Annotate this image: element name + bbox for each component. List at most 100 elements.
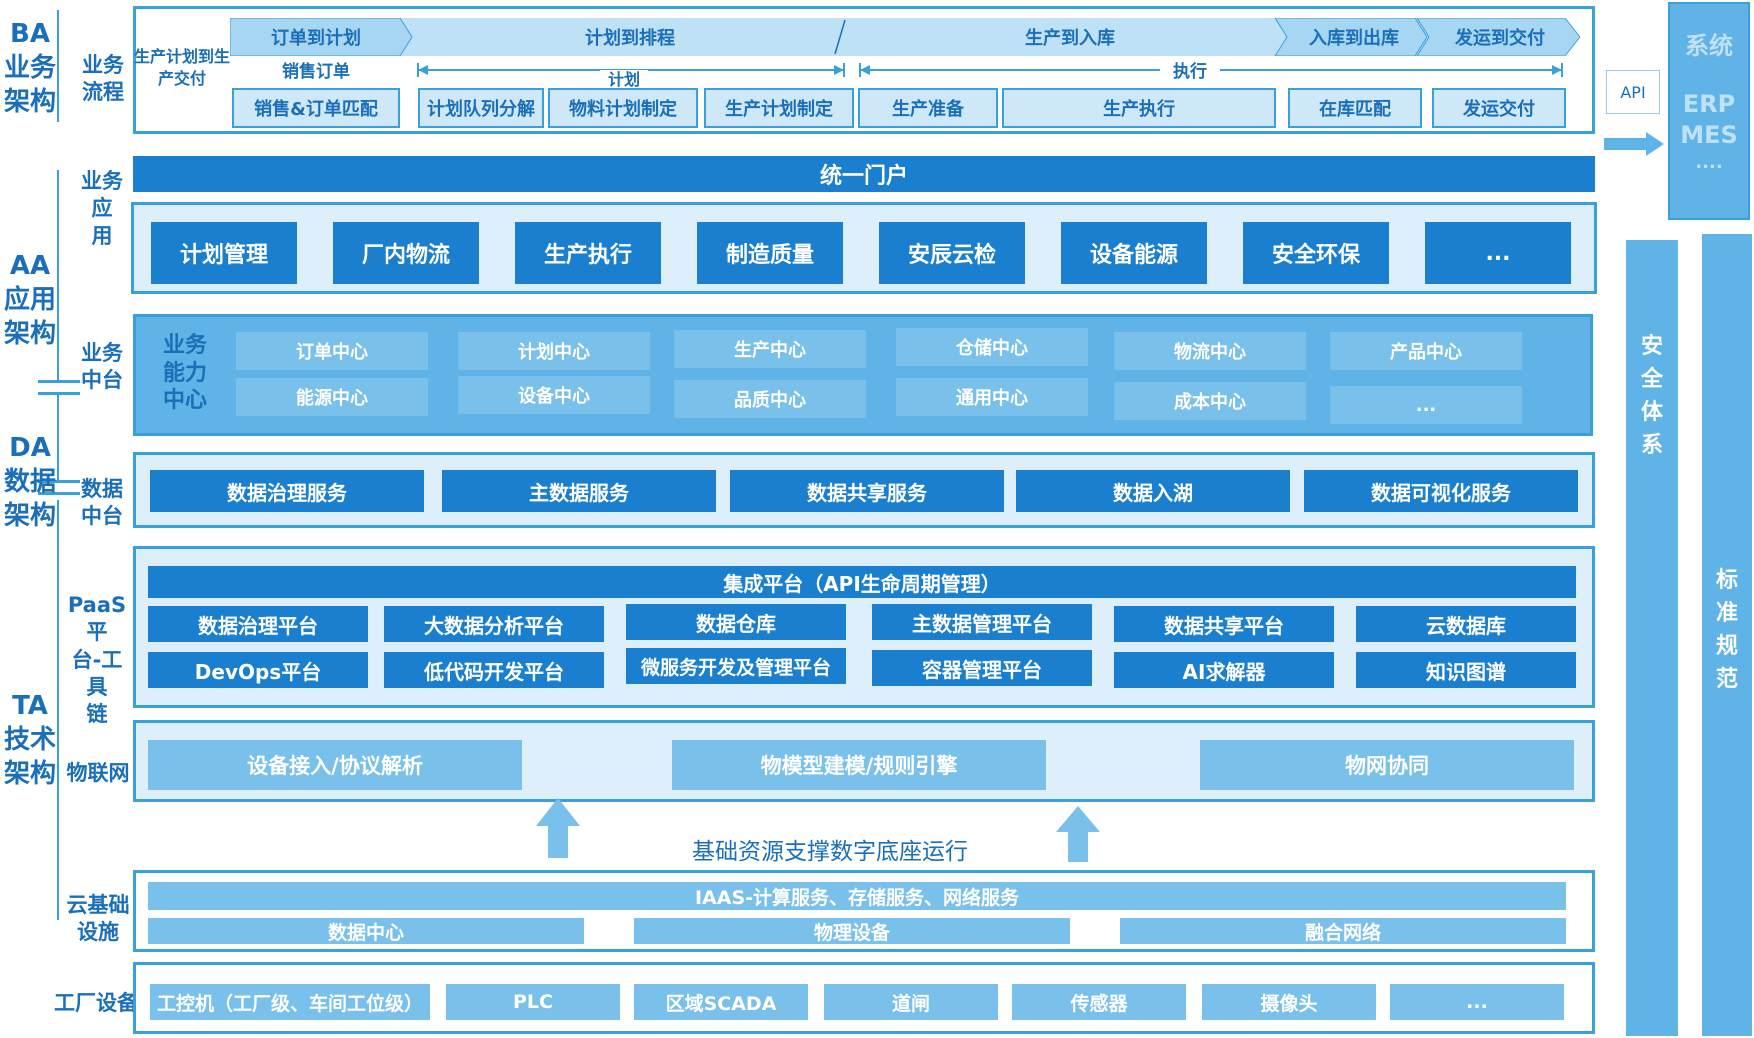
factory-item: 区域SCADA xyxy=(634,984,808,1020)
factory-item: 摄像头 xyxy=(1202,984,1376,1020)
app-item: 生产执行 xyxy=(515,222,661,284)
stage-5-label: 发运到交付 xyxy=(1455,28,1545,49)
iot-item: 物网协同 xyxy=(1200,740,1574,790)
sub-label-plan: 计划 xyxy=(600,70,648,90)
paas-item: 数据仓库 xyxy=(626,604,846,640)
center-item: 设备中心 xyxy=(458,376,650,414)
sub-label-sales-order: 销售订单 xyxy=(282,62,350,82)
da-label: DA 数据 架构 xyxy=(3,433,56,531)
unified-portal: 统一门户 xyxy=(133,156,1595,192)
row-label-paas: PaaS平 台-工具 链 xyxy=(67,593,127,727)
paas-item: 数据治理平台 xyxy=(148,606,368,642)
factory-item: PLC xyxy=(446,984,620,1020)
process-item: 生产准备 xyxy=(858,88,998,128)
center-item: 仓储中心 xyxy=(896,328,1088,366)
app-item: 安全环保 xyxy=(1243,222,1389,284)
api-label-box: API xyxy=(1606,70,1660,114)
data-service: 数据可视化服务 xyxy=(1304,470,1578,512)
axis-tick xyxy=(38,480,80,483)
row-label-data-middle: 数据 中台 xyxy=(81,477,123,529)
aa-label: AA 应用 架构 xyxy=(3,251,56,349)
process-item: 物料计划制定 xyxy=(548,88,698,128)
system-item-more: .... xyxy=(1695,152,1723,174)
app-item: 设备能源 xyxy=(1061,222,1207,284)
left-axis: BA 业务 架构 AA 应用 架构 DA 数据 架构 TA 技术 架构 xyxy=(0,0,120,1038)
system-box: 系统 ERP MES .... xyxy=(1668,2,1750,220)
row-label-factory: 工厂设备 xyxy=(54,991,138,1015)
stage-4-label: 入库到出库 xyxy=(1309,28,1399,49)
security-label: 安 全 体 系 xyxy=(1640,334,1663,458)
app-item: ... xyxy=(1425,222,1571,284)
ta-label: TA 技术 架构 xyxy=(3,691,56,789)
process-item: 发运交付 xyxy=(1432,88,1566,128)
paas-item: 云数据库 xyxy=(1356,606,1576,642)
row-label-cloud-infra: 云基础 设施 xyxy=(66,893,130,945)
paas-item: 大数据分析平台 xyxy=(384,606,604,642)
center-item: ... xyxy=(1330,386,1522,424)
iot-item: 物模型建模/规则引擎 xyxy=(672,740,1046,790)
center-item: 能源中心 xyxy=(236,378,428,416)
stage-3-label: 生产到入库 xyxy=(1025,28,1115,49)
stage-1-label: 订单到计划 xyxy=(271,28,361,49)
row-label-business-process: 业务 流程 xyxy=(82,53,124,105)
paas-item: 容器管理平台 xyxy=(872,650,1092,686)
axis-tick xyxy=(38,392,80,395)
process-item: 在库匹配 xyxy=(1288,88,1422,128)
axis-tick xyxy=(38,380,80,383)
up-arrow-icon xyxy=(536,798,580,858)
paas-item: AI求解器 xyxy=(1114,652,1334,688)
app-item: 计划管理 xyxy=(151,222,297,284)
paas-item: 主数据管理平台 xyxy=(872,604,1092,640)
iot-item: 设备接入/协议解析 xyxy=(148,740,522,790)
capability-title: 业务 能力 中心 xyxy=(150,332,220,415)
row-label-business-middle: 业务 中台 xyxy=(81,341,123,393)
axis-line-ba xyxy=(57,10,59,122)
center-item: 订单中心 xyxy=(236,332,428,370)
security-system-bar: 安 全 体 系 xyxy=(1626,240,1678,1036)
center-item: 品质中心 xyxy=(674,380,866,418)
standards-label: 标 准 规 范 xyxy=(1715,568,1738,692)
stage-2-label: 计划到排程 xyxy=(585,28,675,49)
ba-label: BA 业务 架构 xyxy=(3,19,56,117)
center-item: 通用中心 xyxy=(896,378,1088,416)
process-item: 销售&订单匹配 xyxy=(232,88,400,128)
paas-item: 知识图谱 xyxy=(1356,652,1576,688)
paas-item: 微服务开发及管理平台 xyxy=(626,648,846,684)
data-service: 主数据服务 xyxy=(442,470,716,512)
row-label-business-app: 业务应 用 xyxy=(81,169,123,248)
data-service: 数据入湖 xyxy=(1016,470,1290,512)
stage-divider xyxy=(834,19,846,55)
row-label-iot: 物联网 xyxy=(66,761,130,785)
cloud-item: 物理设备 xyxy=(634,918,1070,944)
stage-chevron-5 xyxy=(1416,18,1580,56)
process-item: 生产计划制定 xyxy=(704,88,854,128)
process-stage-bar xyxy=(230,18,1580,56)
paas-item: DevOps平台 xyxy=(148,652,368,688)
support-text: 基础资源支撑数字底座运行 xyxy=(692,839,968,865)
app-item: 安辰云检 xyxy=(879,222,1025,284)
center-item: 产品中心 xyxy=(1330,332,1522,370)
app-item: 制造质量 xyxy=(697,222,843,284)
iaas-header: IAAS-计算服务、存储服务、网络服务 xyxy=(148,882,1566,910)
axis-tick xyxy=(38,492,80,495)
process-item: 生产执行 xyxy=(1002,88,1276,128)
system-item-erp: ERP xyxy=(1682,90,1736,118)
app-item: 厂内物流 xyxy=(333,222,479,284)
api-label: API xyxy=(1620,82,1646,102)
system-title: 系统 xyxy=(1685,32,1733,60)
factory-item: 传感器 xyxy=(1012,984,1186,1020)
standards-bar: 标 准 规 范 xyxy=(1702,234,1752,1036)
sub-label-exec: 执行 xyxy=(1160,62,1220,84)
right-arrow-icon xyxy=(1604,132,1664,156)
factory-item: 工控机（工厂级、车间工位级） xyxy=(150,984,430,1020)
data-service: 数据治理服务 xyxy=(150,470,424,512)
paas-header: 集成平台（API生命周期管理） xyxy=(148,566,1576,598)
system-item-mes: MES xyxy=(1680,121,1738,150)
paas-item: 低代码开发平台 xyxy=(384,652,604,688)
axis-line-aa xyxy=(57,170,59,380)
process-item: 计划队列分解 xyxy=(418,88,544,128)
process-side-label: 生产计划到生 产交付 xyxy=(134,47,231,88)
stage-chevron-4 xyxy=(1274,18,1428,56)
up-arrow-icon xyxy=(1056,806,1100,862)
center-item: 成本中心 xyxy=(1114,382,1306,420)
